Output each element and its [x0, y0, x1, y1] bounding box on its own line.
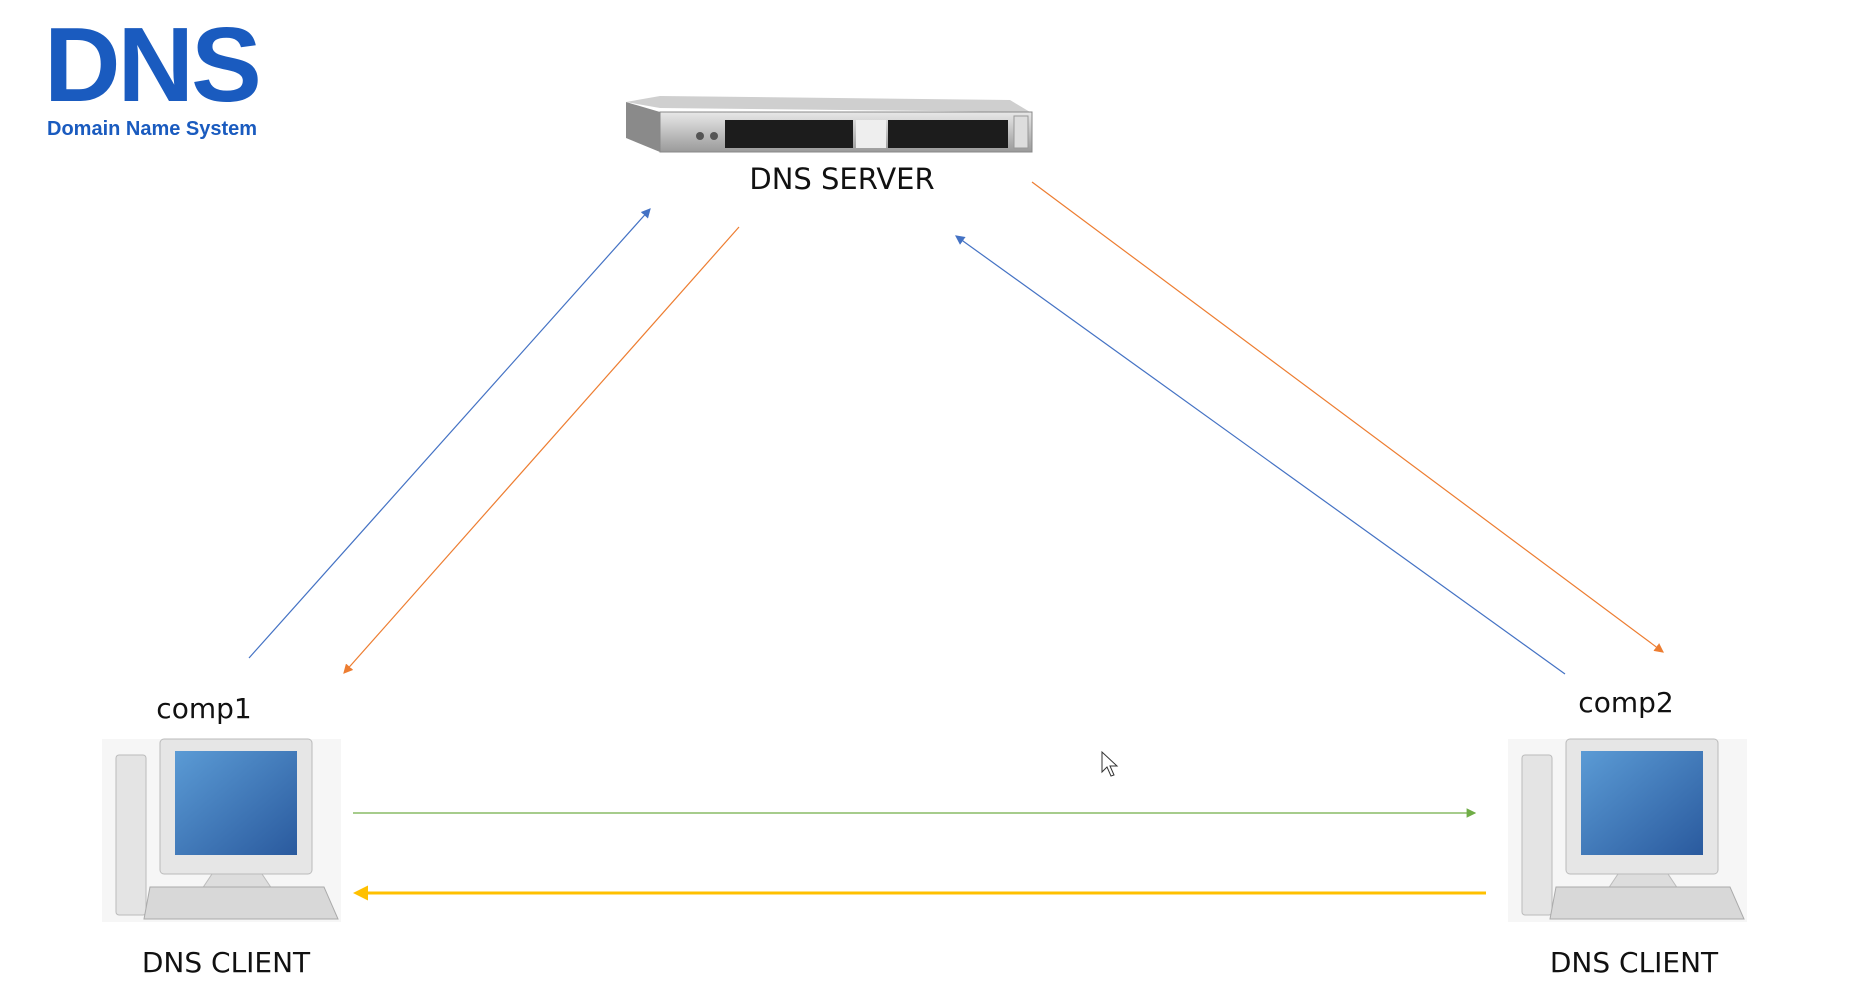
comp1-role: DNS CLIENT [141, 946, 311, 979]
dns-logo-title: DNS [44, 6, 262, 124]
desktop-computer-icon [102, 738, 341, 922]
comp2-role: DNS CLIENT [1549, 946, 1719, 979]
comp1-name: comp1 [156, 692, 252, 725]
desktop-computer-icon [1508, 738, 1747, 922]
query-arrow-comp1-to-server [248, 208, 651, 659]
query-arrow-comp2-to-server [955, 235, 1566, 675]
response-arrow-server-to-comp2 [1031, 181, 1664, 653]
server-label: DNS SERVER [749, 162, 935, 196]
dns-logo-subtitle: Domain Name System [47, 118, 258, 140]
comp2-name: comp2 [1578, 686, 1674, 719]
rack-server-icon [626, 96, 1033, 153]
response-arrow-server-to-comp1 [343, 226, 740, 674]
mouse-cursor-icon [1101, 750, 1119, 777]
